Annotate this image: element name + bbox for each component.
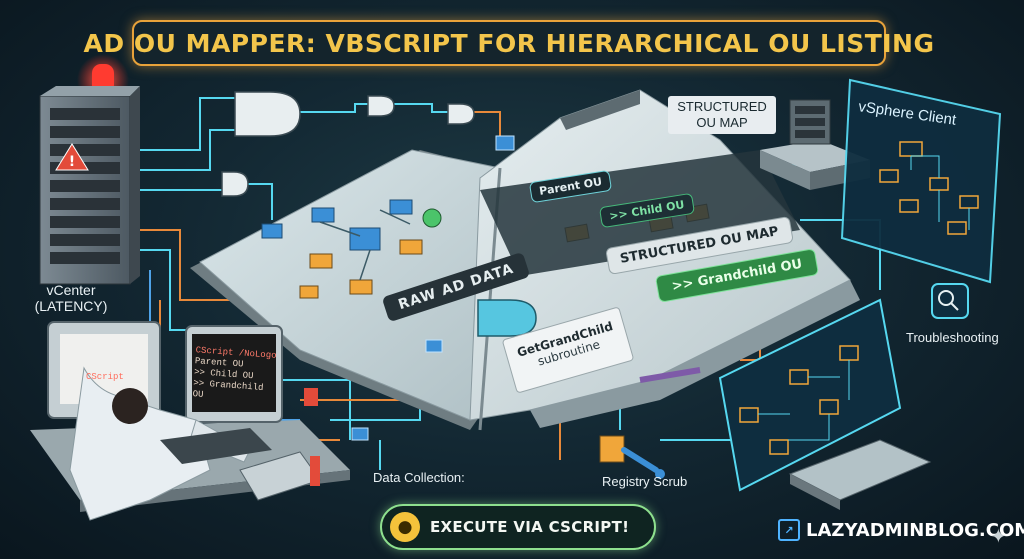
structured-ou-map-label: STRUCTURED OU MAP [668, 96, 776, 134]
lightbulb-icon: ● [390, 512, 420, 542]
vcenter-label: vCenter (LATENCY) [16, 282, 126, 314]
keyboard-device [788, 439, 932, 510]
structured-label-line2: OU MAP [696, 115, 748, 130]
floating-flow-panel [718, 298, 902, 492]
brand-watermark: ↗ LAZYADMINBLOG.COM [778, 519, 1024, 541]
vsphere-panel [840, 78, 1002, 284]
troubleshooting-icon [931, 283, 969, 319]
page-title: AD OU MAPPER: VBSCRIPT FOR HIERARCHICAL … [83, 28, 935, 58]
execute-text: EXECUTE VIA CSCRIPT! [430, 518, 630, 536]
structured-label-line1: STRUCTURED [677, 99, 767, 114]
vcenter-label-name: vCenter [46, 282, 96, 298]
left-monitor-text: CScript [86, 372, 124, 382]
terminal-output: CScript /NoLogo Parent OU >> Child OU >>… [192, 345, 278, 406]
registry-brush [599, 435, 665, 479]
vcenter-label-sub: (LATENCY) [34, 298, 108, 314]
troubleshooting-label: Troubleshooting [906, 330, 999, 345]
server-rack: ! [39, 54, 140, 285]
registry-scrub-label: Registry Scrub [602, 474, 688, 489]
expand-icon: ↗ [778, 519, 800, 541]
data-collection-chips [351, 135, 515, 441]
sparkle-icon: ✦ [990, 524, 1007, 548]
workstation [30, 321, 350, 521]
execute-banner: ● EXECUTE VIA CSCRIPT! [380, 504, 656, 550]
brand-text: LAZYADMINBLOG.COM [806, 519, 1024, 541]
logic-gates [221, 91, 475, 197]
data-collection-label: Data Collection: [373, 470, 465, 485]
svg-text:!: ! [69, 154, 75, 170]
title-banner: AD OU MAPPER: VBSCRIPT FOR HIERARCHICAL … [84, 20, 934, 66]
